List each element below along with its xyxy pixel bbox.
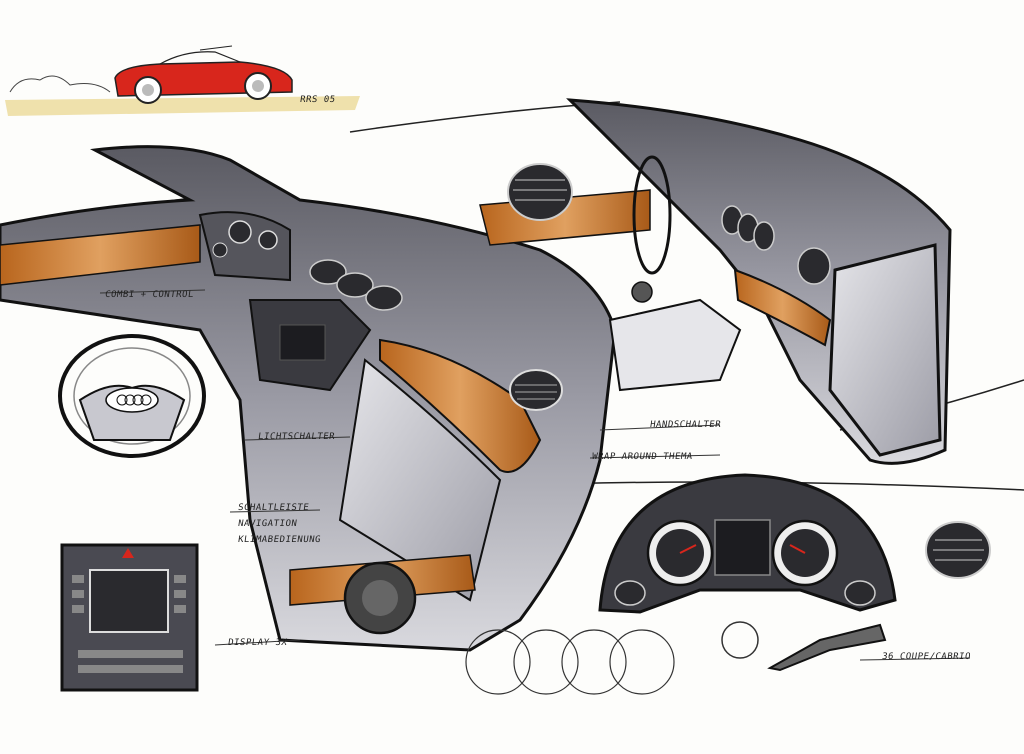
combi-label: COMBI + CONTROL bbox=[104, 290, 195, 300]
lichtschalter-label: LICHTSCHALTER bbox=[257, 432, 336, 442]
coupe-label: 36 COUPE/CABRIO bbox=[881, 652, 972, 662]
annotation-leaders bbox=[99, 289, 971, 661]
right-dashboard bbox=[479, 98, 952, 465]
rings-sketch bbox=[465, 629, 675, 695]
schaltleiste-label: SCHALTLEISTE bbox=[237, 503, 310, 513]
car-thumbnail bbox=[5, 45, 360, 116]
wrap-label: WRAP AROUND THEMA bbox=[591, 452, 694, 462]
steering-wheel-sketch bbox=[58, 334, 206, 458]
display-label: DISPLAY 3X bbox=[227, 638, 288, 648]
knob-sketch bbox=[721, 621, 759, 659]
handschalter-label: HANDSCHALTER bbox=[649, 420, 722, 430]
navigation-label: NAVIGATION bbox=[237, 519, 298, 529]
right-vents bbox=[721, 205, 831, 285]
klima-label: KLIMABEDIENUNG bbox=[237, 535, 322, 545]
vents-cluster bbox=[309, 259, 403, 311]
stalk-lever bbox=[767, 623, 887, 672]
main-dashboard bbox=[0, 145, 617, 652]
center-console-panel bbox=[60, 543, 199, 692]
instrument-cluster bbox=[598, 473, 991, 614]
signature-label: RRS 05 bbox=[299, 95, 337, 105]
